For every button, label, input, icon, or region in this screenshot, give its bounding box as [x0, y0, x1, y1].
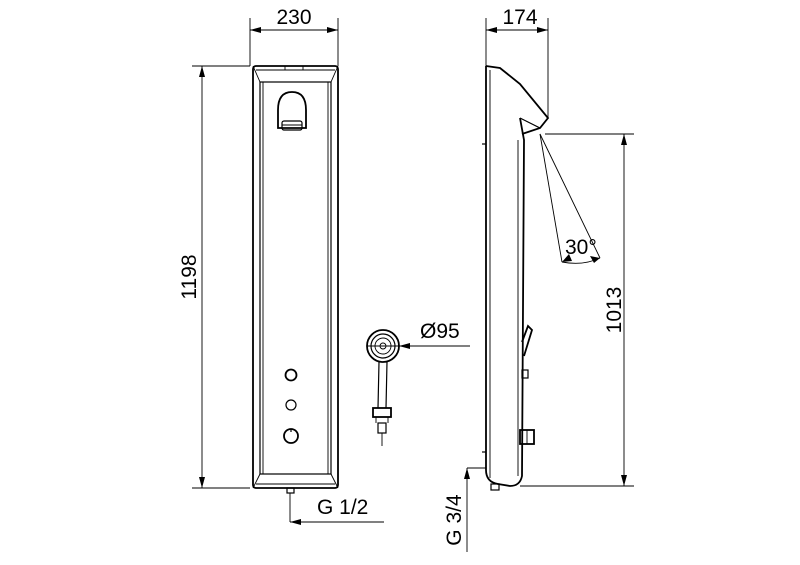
dim-inlet-front-label: G 1/2 — [317, 496, 368, 519]
dim-inlet-front: G 1/2 — [290, 496, 384, 525]
front-view-panel — [252, 65, 339, 489]
dim-front-width-label: 230 — [276, 6, 311, 29]
dim-front-height: 1198 — [178, 65, 250, 489]
control-buttons — [283, 368, 299, 444]
dim-spray-angle-label: 30° — [565, 236, 597, 259]
dim-inlet-side: G 3/4 — [443, 467, 486, 552]
dim-side-height: 1013 — [520, 133, 634, 487]
dim-side-height-label: 1013 — [603, 287, 626, 334]
dim-hand-shower-diameter: Ø95 — [395, 320, 470, 349]
inlet-front-connector — [286, 487, 295, 522]
shower-head-front — [277, 91, 307, 131]
dim-hand-shower-diameter-label: Ø95 — [420, 320, 460, 343]
dim-front-width: 230 — [249, 6, 339, 66]
dim-spray-angle: 30° — [539, 133, 601, 264]
side-view-panel — [482, 65, 550, 491]
dim-side-depth: 174 — [485, 6, 549, 118]
hand-shower — [366, 329, 400, 446]
dim-inlet-side-label: G 3/4 — [443, 494, 466, 546]
dim-side-depth-label: 174 — [502, 6, 537, 29]
dim-front-height-label: 1198 — [178, 254, 201, 299]
